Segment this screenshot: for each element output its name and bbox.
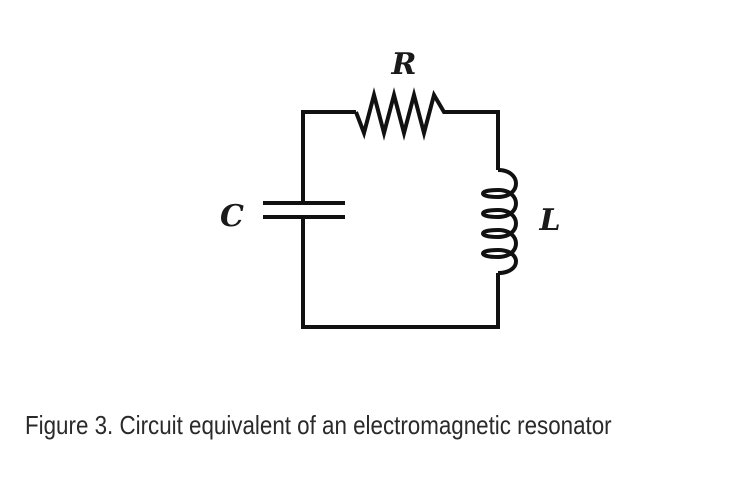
- resistor: [354, 87, 500, 170]
- inductor-label: L: [538, 203, 560, 238]
- capacitor-label: C: [220, 199, 244, 234]
- inductor: [481, 168, 518, 275]
- wire-left-bottom: [301, 217, 500, 329]
- wire-left-top: [301, 110, 356, 203]
- resistor-label: R: [391, 47, 417, 82]
- figure-caption: Figure 3. Circuit equivalent of an elect…: [25, 410, 612, 440]
